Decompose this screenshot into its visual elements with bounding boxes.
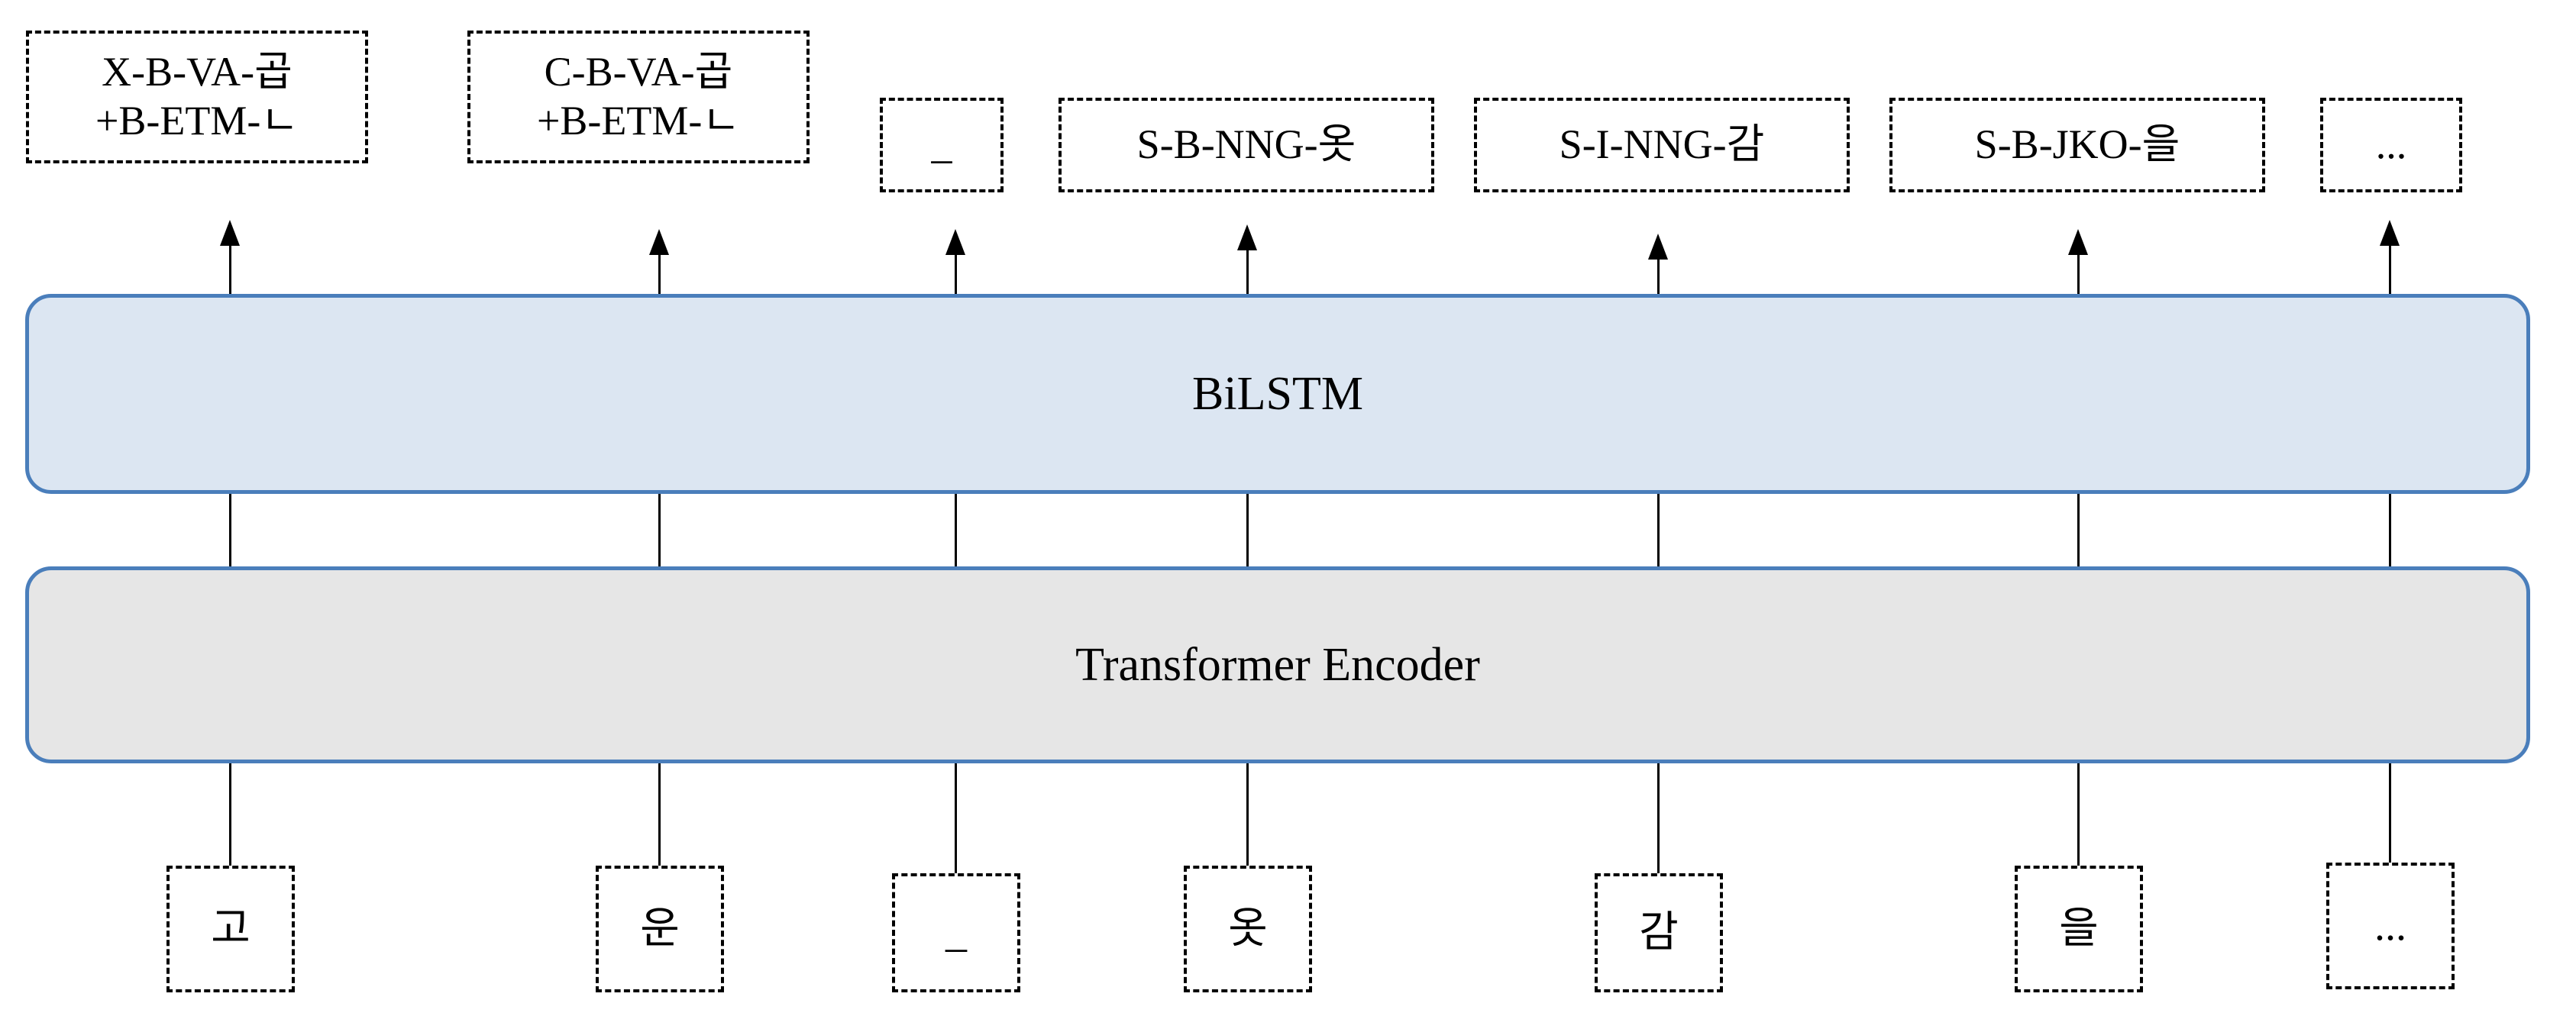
input-connector-3 bbox=[955, 763, 957, 873]
mid-connector-3 bbox=[955, 494, 957, 567]
output-token-line: +B-ETM-ㄴ bbox=[95, 98, 299, 144]
output-token-box-6: S-B-JKO-을 bbox=[1889, 98, 2265, 192]
output-arrow-1 bbox=[229, 244, 231, 294]
output-token-line: S-B-NNG-옷 bbox=[1136, 121, 1356, 168]
output-token-box-1: X-B-VA-곱 +B-ETM-ㄴ bbox=[26, 31, 368, 163]
output-token-box-3: _ bbox=[880, 98, 1004, 192]
input-connector-2 bbox=[658, 763, 661, 866]
input-token-box-7: ... bbox=[2326, 863, 2455, 989]
output-arrow-7 bbox=[2389, 244, 2391, 294]
output-arrowhead-6 bbox=[2068, 229, 2088, 255]
input-token-label: 감 bbox=[1639, 908, 1679, 956]
output-token-line: S-B-JKO-을 bbox=[1974, 121, 2180, 168]
input-connector-4 bbox=[1246, 763, 1249, 866]
mid-connector-6 bbox=[2077, 494, 2080, 567]
output-token-box-2: C-B-VA-곱 +B-ETM-ㄴ bbox=[467, 31, 810, 163]
output-token-line: _ bbox=[931, 121, 952, 168]
bilstm-layer-block: BiLSTM bbox=[25, 294, 2530, 494]
input-token-box-4: 옷 bbox=[1184, 866, 1312, 992]
input-token-box-3: _ bbox=[892, 873, 1020, 992]
input-token-label: 을 bbox=[2059, 905, 2099, 953]
input-connector-7 bbox=[2389, 763, 2391, 863]
output-token-line: ... bbox=[2375, 121, 2407, 168]
output-arrow-2 bbox=[658, 253, 661, 294]
output-arrowhead-2 bbox=[649, 229, 669, 255]
mid-connector-2 bbox=[658, 494, 661, 567]
input-token-box-5: 감 bbox=[1595, 873, 1723, 992]
output-arrow-4 bbox=[1246, 249, 1249, 294]
output-arrowhead-1 bbox=[220, 220, 240, 246]
input-connector-1 bbox=[229, 763, 231, 866]
input-token-label: 고 bbox=[211, 905, 250, 953]
output-token-line: +B-ETM-ㄴ bbox=[536, 98, 741, 144]
input-token-label: ... bbox=[2374, 902, 2406, 950]
mid-connector-4 bbox=[1246, 494, 1249, 567]
output-token-box-4: S-B-NNG-옷 bbox=[1059, 98, 1434, 192]
input-connector-5 bbox=[1657, 763, 1660, 873]
output-arrowhead-7 bbox=[2380, 220, 2400, 246]
output-arrowhead-5 bbox=[1648, 234, 1668, 260]
output-token-line: S-I-NNG-감 bbox=[1559, 121, 1765, 168]
output-arrowhead-3 bbox=[945, 229, 965, 255]
output-arrow-6 bbox=[2077, 253, 2080, 294]
mid-connector-7 bbox=[2389, 494, 2391, 567]
input-token-label: 운 bbox=[640, 905, 680, 953]
output-token-line: C-B-VA-곱 bbox=[544, 49, 733, 95]
transformer-encoder-layer-label: Transformer Encoder bbox=[1075, 638, 1480, 691]
output-arrowhead-4 bbox=[1237, 224, 1257, 250]
output-token-line: X-B-VA-곱 bbox=[102, 49, 293, 95]
output-arrow-3 bbox=[955, 253, 957, 294]
output-arrow-5 bbox=[1657, 258, 1660, 294]
input-token-box-2: 운 bbox=[596, 866, 724, 992]
input-token-box-6: 을 bbox=[2015, 866, 2143, 992]
transformer-encoder-layer-block: Transformer Encoder bbox=[25, 566, 2530, 763]
input-token-box-1: 고 bbox=[166, 866, 295, 992]
input-token-label: 옷 bbox=[1228, 905, 1268, 953]
bilstm-layer-label: BiLSTM bbox=[1192, 367, 1363, 420]
output-token-box-5: S-I-NNG-감 bbox=[1474, 98, 1850, 192]
mid-connector-5 bbox=[1657, 494, 1660, 567]
output-token-box-7: ... bbox=[2320, 98, 2462, 192]
input-token-label: _ bbox=[945, 908, 967, 956]
input-connector-6 bbox=[2077, 763, 2080, 866]
mid-connector-1 bbox=[229, 494, 231, 567]
